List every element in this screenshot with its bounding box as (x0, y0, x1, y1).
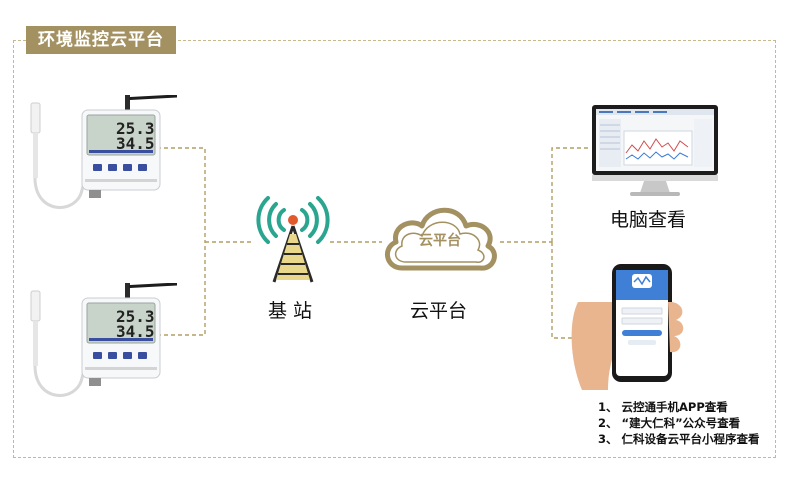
base-station-label: 基 站 (268, 300, 313, 322)
computer-monitor-icon (590, 103, 720, 198)
computer-label: 电脑查看 (610, 209, 687, 231)
page-title: 环境监控云平台 (26, 26, 176, 54)
device-2-humidity: 34.5 (116, 322, 155, 341)
cloud-platform-icon: 云平台 (380, 198, 500, 278)
note-item: 2、 “建大仁科”公众号查看 (598, 416, 741, 430)
diagram-frame (13, 40, 776, 458)
line-hub-to-phone (551, 242, 575, 339)
note-item: 1、 云控通手机APP查看 (598, 400, 728, 414)
cloud-platform-label: 云平台 (410, 300, 468, 322)
device-1-humidity: 34.5 (116, 134, 155, 153)
cloud-inner-text: 云平台 (419, 233, 461, 249)
device-1-temperature: 25.3 (116, 119, 155, 138)
device-2-temperature: 25.3 (116, 307, 155, 326)
mobile-access-notes: 1、 云控通手机APP查看 2、 “建大仁科”公众号查看 3、 仁科设备云平台小… (598, 399, 760, 447)
line-hub-to-monitor (551, 147, 590, 242)
phone-in-hand-icon (568, 262, 688, 392)
note-item: 3、 仁科设备云平台小程序查看 (598, 432, 760, 446)
sensor-device-2: 25.3 34.5 (27, 283, 177, 408)
sensor-device-1: 25.3 34.5 (27, 95, 177, 220)
base-station-icon (254, 192, 332, 284)
